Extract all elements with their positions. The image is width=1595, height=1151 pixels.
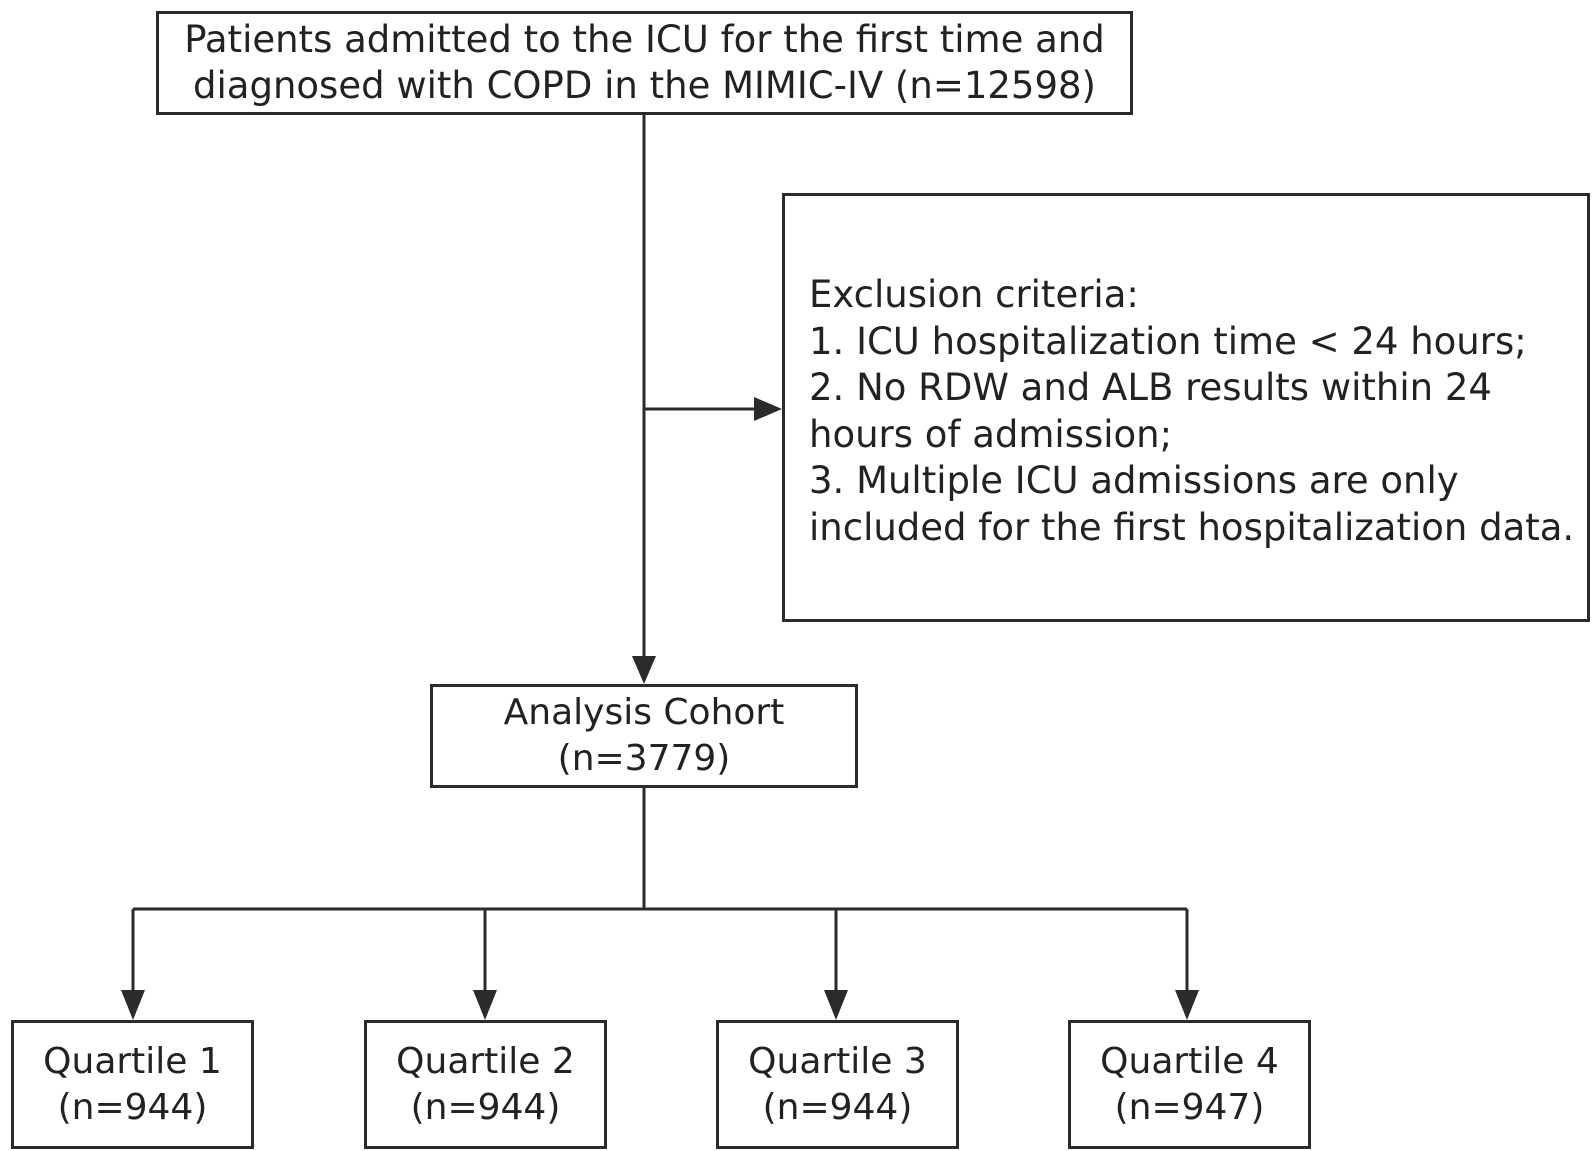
arrow-to-q3: [824, 990, 848, 1020]
arrow-to-exclusion: [754, 397, 782, 421]
analysis-cohort-box: Analysis Cohort (n=3779): [430, 684, 858, 788]
analysis-cohort-count: (n=3779): [557, 738, 731, 779]
exclusion-item-2-line-2: hours of admission;: [809, 412, 1173, 456]
quartile-3-box: Quartile 3 (n=944): [716, 1020, 959, 1149]
quartile-1-box: Quartile 1 (n=944): [11, 1020, 254, 1149]
exclusion-item-2-line-1: 2. No RDW and ALB results within 24: [809, 366, 1492, 409]
arrow-to-q1: [121, 990, 145, 1020]
quartile-4-count: (n=947): [1114, 1086, 1265, 1128]
quartile-2-count: (n=944): [410, 1086, 561, 1128]
quartile-3-count: (n=944): [762, 1086, 913, 1128]
exclusion-heading: Exclusion criteria:: [809, 273, 1139, 316]
quartile-1-label: Quartile 1: [43, 1040, 222, 1082]
quartile-4-box: Quartile 4 (n=947): [1068, 1020, 1311, 1149]
initial-population-line-1: Patients admitted to the ICU for the fir…: [184, 18, 1105, 61]
exclusion-item-3-line-1: 3. Multiple ICU admissions are only: [809, 459, 1459, 502]
arrow-to-q2: [473, 990, 497, 1020]
exclusion-item-3-line-2: included for the first hospitalization d…: [809, 505, 1575, 549]
quartile-4-label: Quartile 4: [1100, 1040, 1279, 1082]
arrow-to-cohort: [632, 656, 656, 684]
quartile-2-box: Quartile 2 (n=944): [364, 1020, 607, 1149]
initial-population-box: Patients admitted to the ICU for the fir…: [156, 11, 1133, 115]
analysis-cohort-title: Analysis Cohort: [503, 692, 785, 733]
arrow-to-q4: [1175, 990, 1199, 1020]
quartile-2-label: Quartile 2: [396, 1040, 575, 1082]
exclusion-item-1: 1. ICU hospitalization time < 24 hours;: [809, 319, 1527, 363]
quartile-3-label: Quartile 3: [748, 1040, 927, 1082]
initial-population-line-2: diagnosed with COPD in the MIMIC-IV (n=1…: [193, 64, 1096, 107]
exclusion-criteria-box: Exclusion criteria: 1. ICU hospitalizati…: [782, 193, 1590, 622]
quartile-1-count: (n=944): [57, 1086, 208, 1128]
